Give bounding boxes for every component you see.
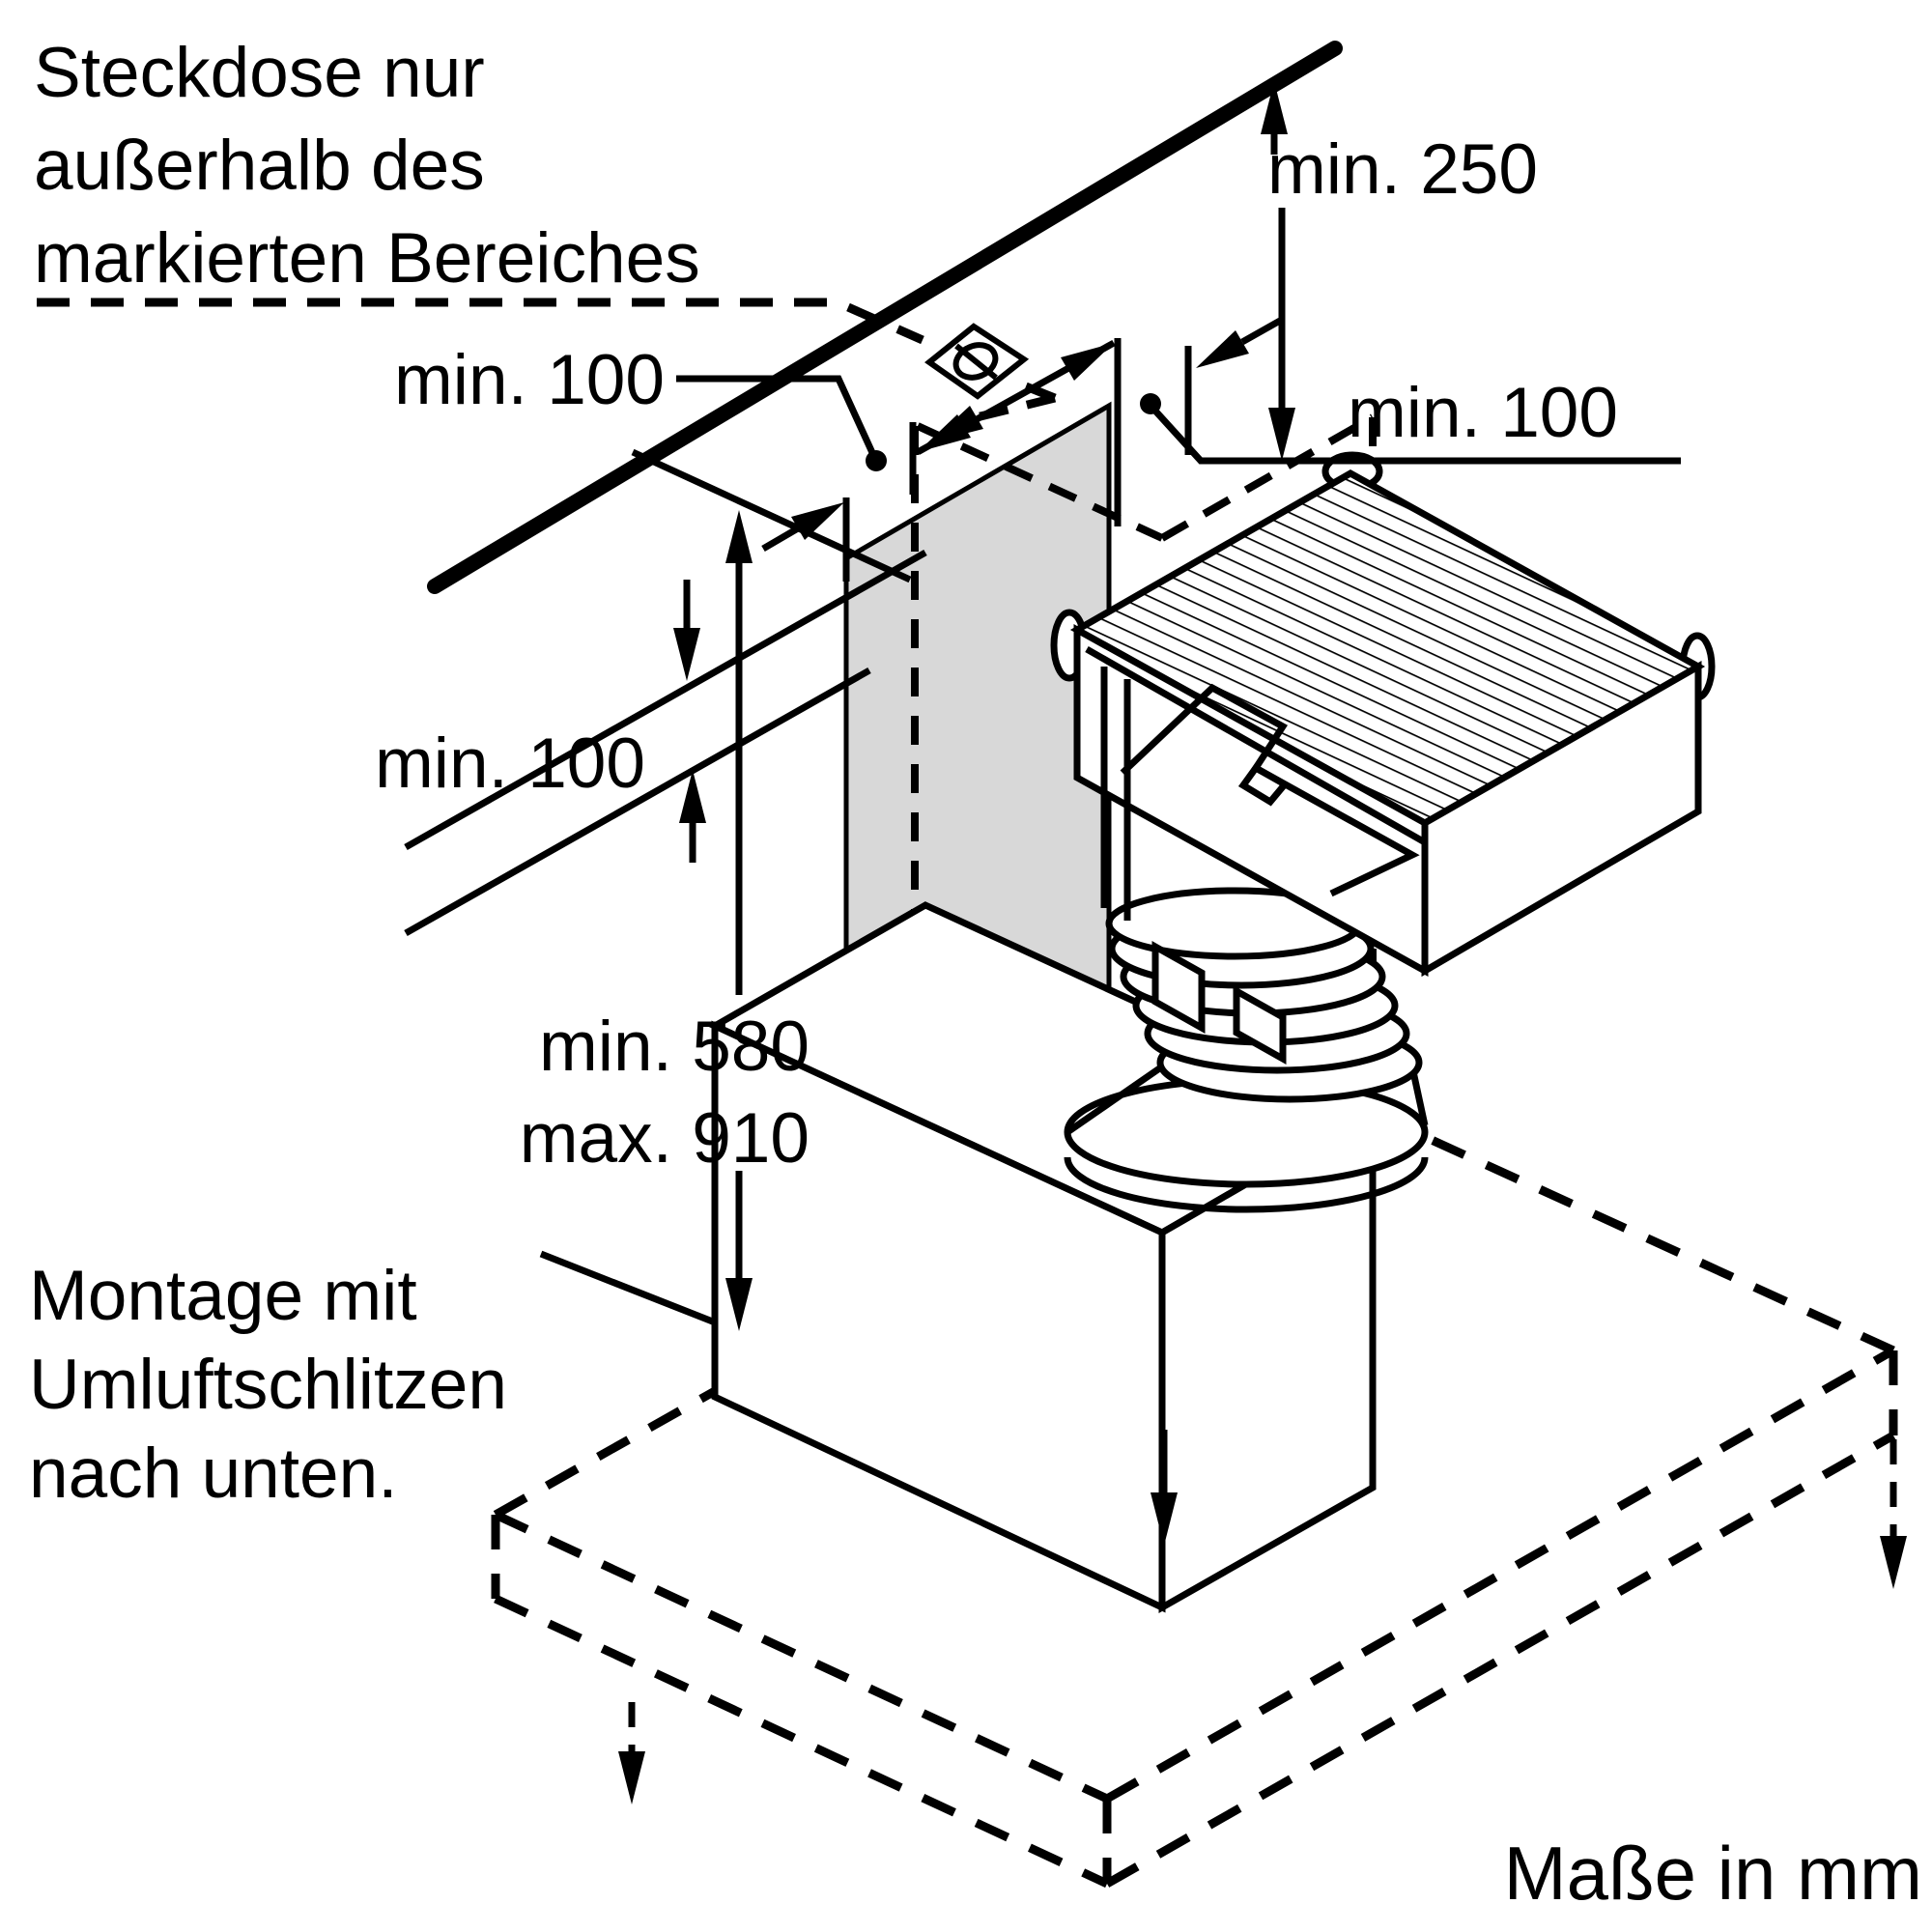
arrow-down-icon bbox=[1151, 1492, 1178, 1546]
arrow-down-icon bbox=[1880, 1536, 1907, 1589]
mounting-bracket bbox=[1151, 941, 1206, 1034]
socket-note-line2: außerhalb des bbox=[34, 127, 485, 205]
arrow-up-icon bbox=[1261, 81, 1288, 134]
bracket-point-dot bbox=[1140, 393, 1161, 414]
arrow-down-icon bbox=[725, 1278, 753, 1331]
bracket-point-dot bbox=[866, 450, 887, 471]
filter-box-right bbox=[1421, 660, 1702, 978]
dim-label-max910: max. 910 bbox=[520, 1099, 810, 1178]
bracket-leaders bbox=[676, 375, 1681, 471]
dim-label-min100-band: min. 100 bbox=[375, 724, 645, 803]
units-note: Maße in mm bbox=[1504, 1831, 1922, 1916]
dim-label-min100-right: min. 100 bbox=[1348, 374, 1618, 452]
arrow-upright-icon bbox=[791, 502, 844, 540]
dimension-min-100-right bbox=[1114, 317, 1282, 526]
mounting-bracket bbox=[1233, 985, 1287, 1065]
filter-handle-wire bbox=[1120, 683, 1420, 897]
mounting-note-line3: nach unten. bbox=[29, 1435, 398, 1513]
arrow-down-icon bbox=[1268, 408, 1295, 461]
dim-label-min100-left: min. 100 bbox=[394, 341, 665, 419]
mounting-note-line2: Umluftschlitzen bbox=[29, 1346, 507, 1424]
dimension-min-100-left bbox=[761, 339, 1116, 582]
socket-note-line3: markierten Bereiches bbox=[34, 219, 700, 298]
dimension-min-250 bbox=[1261, 81, 1295, 461]
arrow-up-icon bbox=[679, 770, 706, 823]
ceiling-line bbox=[427, 41, 1343, 594]
arrow-up-icon bbox=[725, 510, 753, 563]
mounting-note-line1: Montage mit bbox=[29, 1257, 417, 1335]
filter-box bbox=[1050, 451, 1716, 1065]
arrow-downleft-icon bbox=[1196, 330, 1249, 368]
dimension-min-100-height bbox=[404, 549, 927, 937]
dimension-height-range bbox=[725, 510, 753, 1331]
dim-label-min250: min. 250 bbox=[1267, 130, 1538, 209]
socket-note-line1: Steckdose nur bbox=[34, 34, 485, 112]
arrow-upright-icon bbox=[1061, 343, 1114, 381]
arrow-downleft-icon bbox=[918, 414, 971, 452]
arrow-down-icon bbox=[673, 628, 700, 681]
airflow-arrows bbox=[618, 1430, 1907, 1804]
power-socket-icon bbox=[924, 323, 1030, 400]
dim-label-min580: min. 580 bbox=[539, 1008, 810, 1086]
labels: Steckdose nur außerhalb des markierten B… bbox=[29, 34, 1922, 1916]
arrow-down-icon bbox=[618, 1751, 645, 1804]
